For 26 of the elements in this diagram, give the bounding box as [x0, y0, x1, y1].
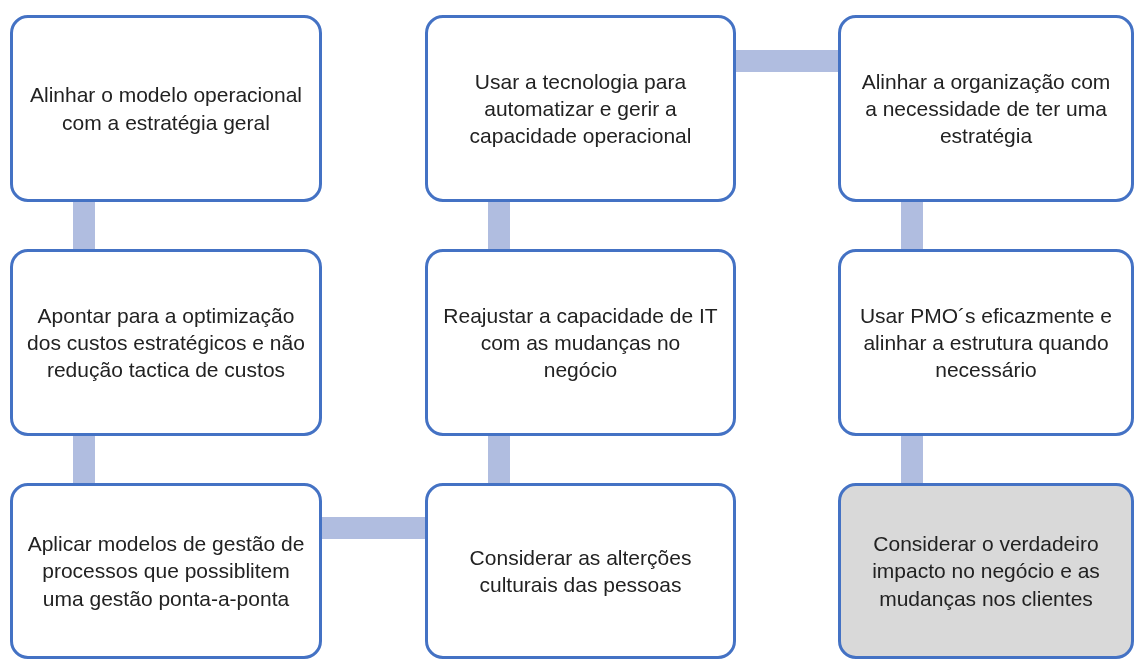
- connector-bar: [901, 436, 923, 483]
- step-text: Alinhar o modelo operacional com a estratégia geral: [29, 82, 303, 136]
- process-box: [838, 483, 1134, 659]
- process-box: [838, 15, 1134, 202]
- process-box: [425, 249, 736, 436]
- step-text: Alinhar a organização com a necessidade de ter uma estratégia: [860, 68, 1112, 150]
- process-box: [425, 15, 736, 202]
- step-text: Usar a tecnologia para automatizar e gerir a capacidade operacional: [468, 68, 693, 150]
- connector-bar: [73, 202, 95, 249]
- process-box: [10, 249, 322, 436]
- process-box: [10, 483, 322, 659]
- step-text: Considerar as alterções culturais das pessoas: [468, 544, 693, 598]
- step-text: Aplicar modelos de gestão de processos que possiblitem uma gestão ponta-a-ponta: [27, 531, 305, 612]
- connector-bar: [488, 202, 510, 249]
- step-text: Apontar para a optimização dos custos estratégicos e não redução tactica de custos: [27, 302, 305, 384]
- step-text: Usar PMO´s eficazmente e alinhar a estrutura quando necessário: [858, 302, 1114, 384]
- process-box: [10, 15, 322, 202]
- connector-bar: [901, 202, 923, 249]
- process-box: [838, 249, 1134, 436]
- connector-bar: [736, 50, 838, 72]
- process-box: [425, 483, 736, 659]
- step-text: Considerar o verdadeiro impacto no negócio e as mudanças nos clientes: [871, 531, 1101, 612]
- connector-bar: [73, 436, 95, 483]
- step-text: Reajustar a capacidade de IT com as mudanças no negócio: [442, 302, 719, 384]
- connector-bar: [488, 436, 510, 483]
- connector-bar: [322, 517, 425, 539]
